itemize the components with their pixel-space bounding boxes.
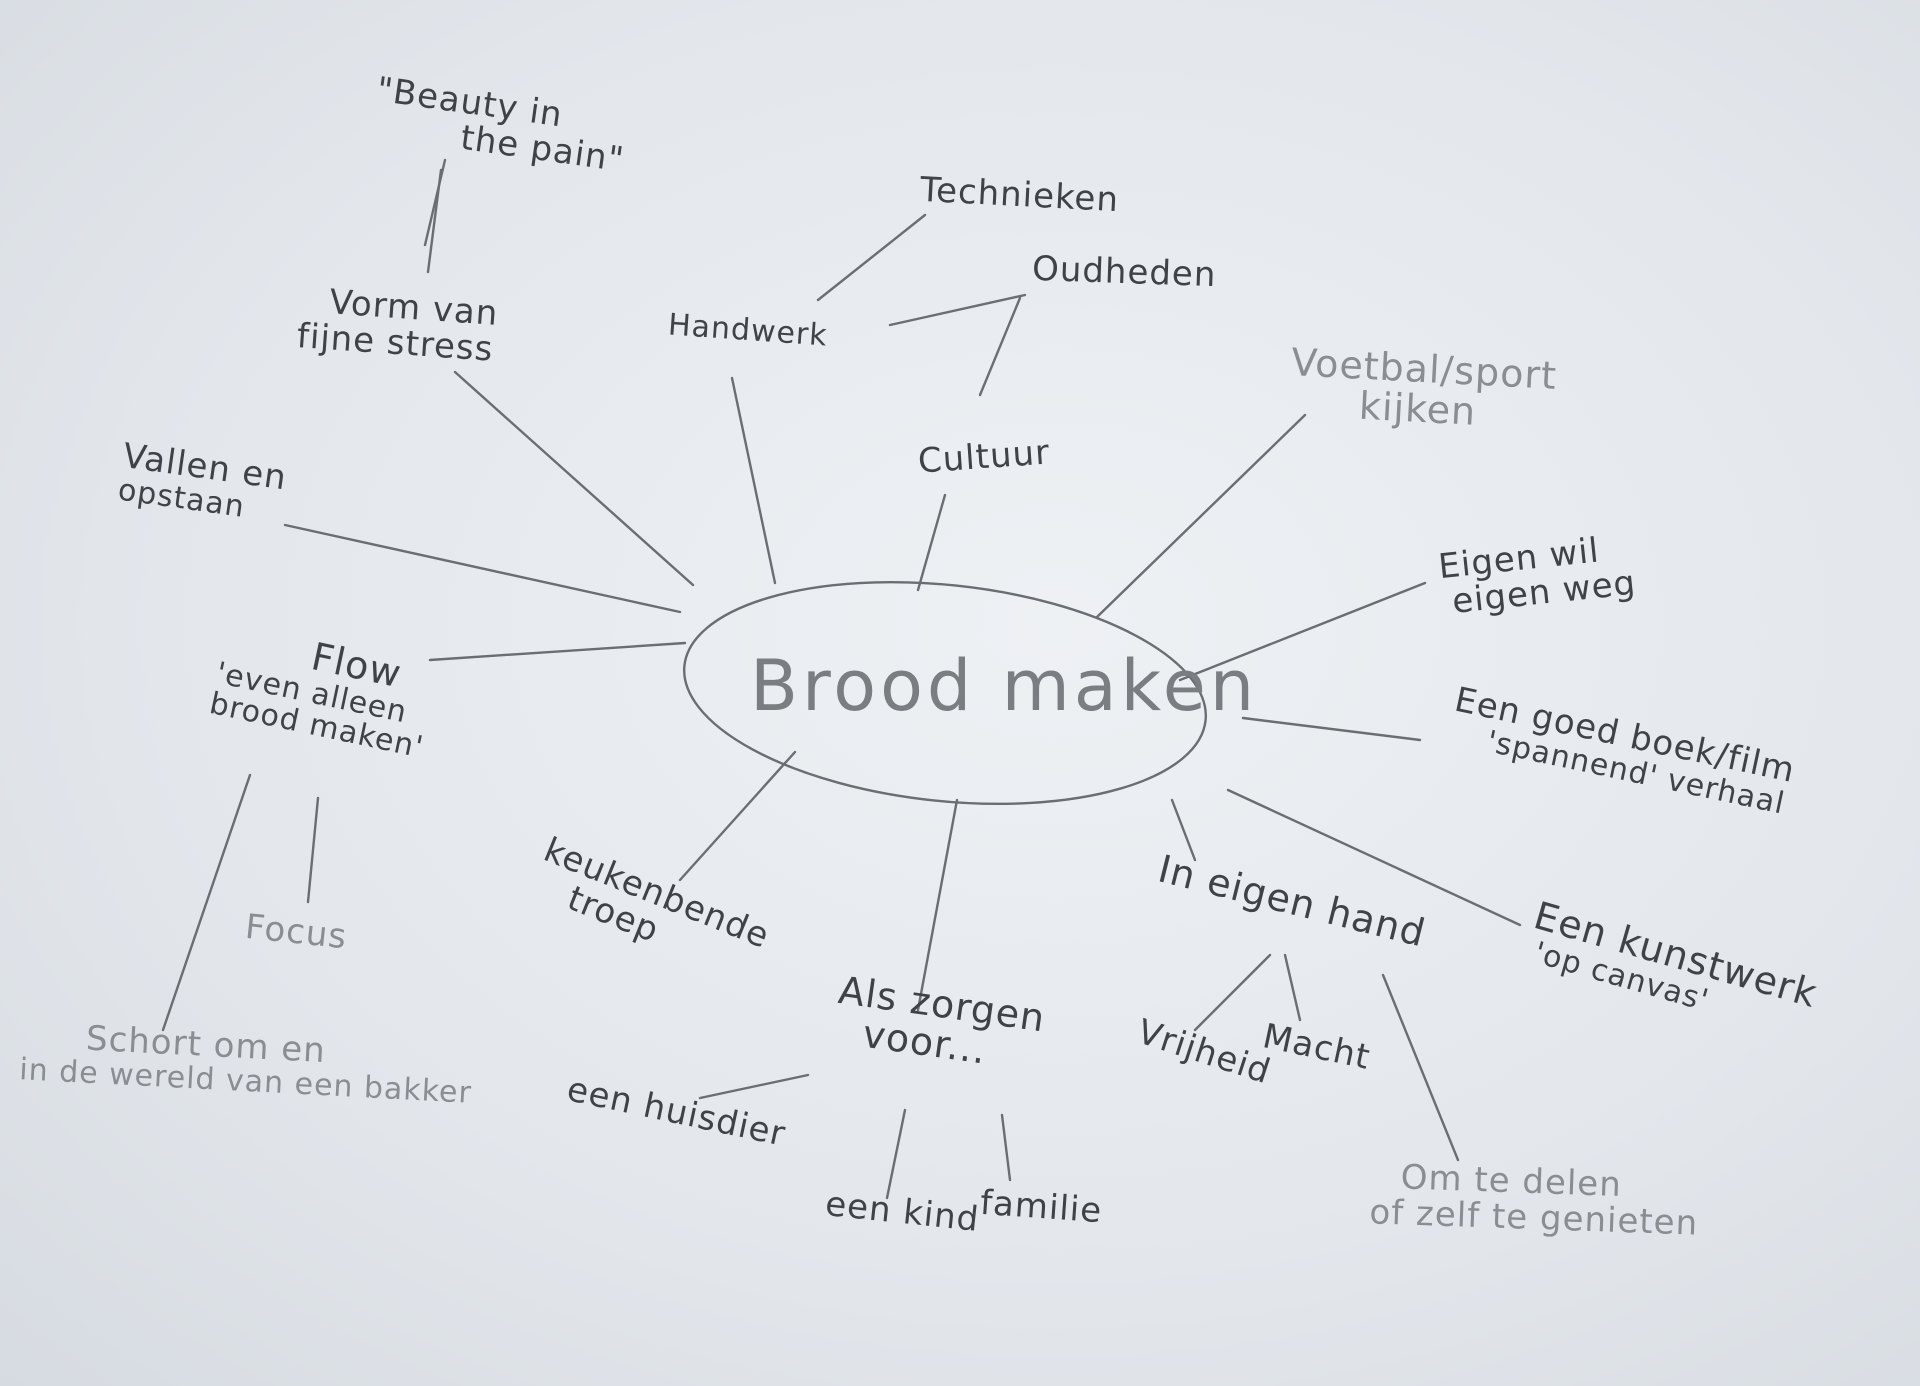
center-oval	[682, 580, 1208, 806]
link-hand-delen	[1381, 973, 1460, 1162]
link-flow-schort	[161, 773, 252, 1032]
link-zorgen-kind	[885, 1108, 907, 1200]
node-oudheden: Oudheden	[1031, 248, 1218, 296]
link-cultuur-oudheden	[978, 296, 1022, 397]
link-hand-vrijheid	[1193, 953, 1272, 1032]
link-keuken-center	[678, 750, 797, 882]
link-handwerk-technieken	[816, 213, 927, 302]
link-zorgen-familie	[1000, 1113, 1012, 1182]
link-voetbal-center	[1095, 413, 1307, 619]
link-stress-center	[453, 370, 695, 587]
link-beauty-stress-b	[426, 168, 443, 274]
link-boek-center	[1241, 716, 1422, 742]
node-voetbal-sport-kijken: Voetbal/sport kijken	[1288, 340, 1558, 437]
link-handwerk-oudheden	[888, 293, 1027, 327]
link-handwerk-center	[730, 376, 777, 585]
node-vorm-van-fijne-stress: Vorm van fijne stress	[296, 282, 500, 369]
node-om-te-delen: Om te delen of zelf te genieten	[1369, 1157, 1700, 1243]
link-beauty-stress-a	[423, 158, 447, 247]
link-zorgen-huisdier	[698, 1073, 810, 1100]
link-eigenwil-center	[1178, 581, 1427, 682]
node-cultuur: Cultuur	[916, 432, 1052, 482]
node-familie: familie	[978, 1182, 1104, 1232]
link-vallen-center	[283, 523, 682, 614]
link-kunstwerk-center	[1226, 788, 1522, 927]
link-handcenter	[1170, 798, 1197, 862]
link-cultuur-center	[916, 493, 947, 592]
center-topic: Brood maken	[750, 645, 1259, 727]
link-hand-macht	[1283, 953, 1302, 1022]
link-flow-focus	[306, 796, 320, 904]
link-zorgen-center	[916, 798, 959, 1012]
link-flow-center	[428, 641, 687, 662]
